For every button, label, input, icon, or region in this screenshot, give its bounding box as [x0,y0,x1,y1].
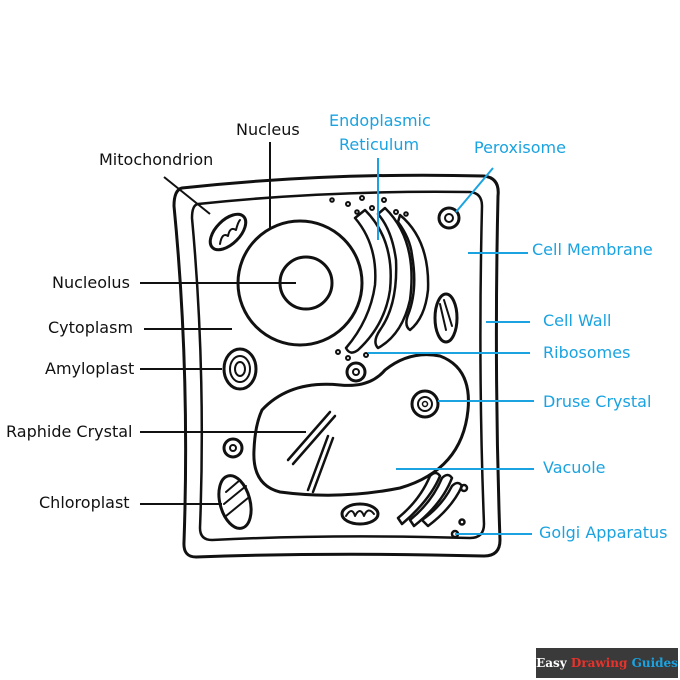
leader-lines [140,142,306,505]
ribosomes [329,195,409,361]
easy-drawing-guides-logo: Easy Drawing Guides [536,648,678,678]
druse-crystal [410,389,440,419]
label-raphide-crystal: Raphide Crystal [6,422,133,441]
label-mitochondrion: Mitochondrion [99,150,214,169]
label-ribosomes: Ribosomes [543,343,631,362]
label-er-line1: Endoplasmic [329,111,431,130]
logo-guides: Guides [631,656,678,670]
label-golgi-apparatus: Golgi Apparatus [539,523,668,542]
chloroplast [217,474,253,530]
logo-drawing: Drawing [570,656,628,670]
cell-wall-outer [172,173,502,559]
cell-membrane [190,190,486,542]
mitochondrion-bottom [340,502,380,526]
mitochondrion [208,212,248,252]
label-druse-crystal: Druse Crystal [543,392,652,411]
label-peroxisome: Peroxisome [474,138,566,157]
label-cytoplasm: Cytoplasm [48,318,134,337]
logo-easy: Easy [536,656,567,670]
amyloplast [222,347,258,391]
plastid-right [433,292,459,344]
label-vacuole: Vacuole [543,458,606,477]
label-nucleus: Nucleus [236,120,300,139]
label-chloroplast: Chloroplast [39,493,130,512]
small-vesicle [345,361,367,383]
label-amyloplast: Amyloplast [45,359,135,378]
peroxisome [437,206,461,230]
label-cell-wall: Cell Wall [543,311,612,330]
label-er-line2: Reticulum [339,135,420,154]
small-vesicle-left [222,437,244,459]
vacuole [252,353,470,497]
label-nucleolus: Nucleolus [52,273,130,292]
label-cell-membrane: Cell Membrane [532,240,653,259]
raphide-crystal [286,410,337,494]
leader-lines-blue [368,158,534,535]
endoplasmic-reticulum [344,206,430,354]
golgi-apparatus [396,471,469,539]
